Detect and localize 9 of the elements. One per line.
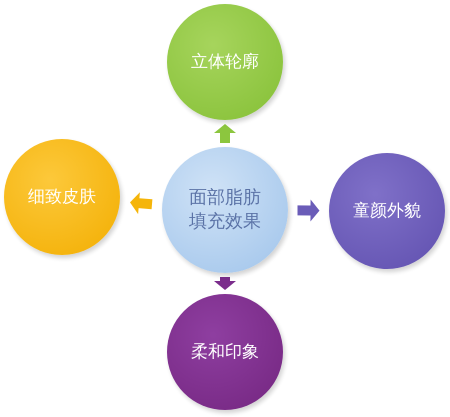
arrow <box>214 124 236 143</box>
circle-label: 面部脂肪填充效果 <box>188 186 262 234</box>
arrow <box>214 277 236 290</box>
circle-label: 柔和印象 <box>190 340 260 364</box>
circle-label: 细致皮肤 <box>27 186 97 208</box>
arrow <box>298 200 320 222</box>
arrow <box>130 192 152 214</box>
circle-label: 立体轮廓 <box>190 50 260 74</box>
circle-label: 童颜外貌 <box>352 200 422 222</box>
